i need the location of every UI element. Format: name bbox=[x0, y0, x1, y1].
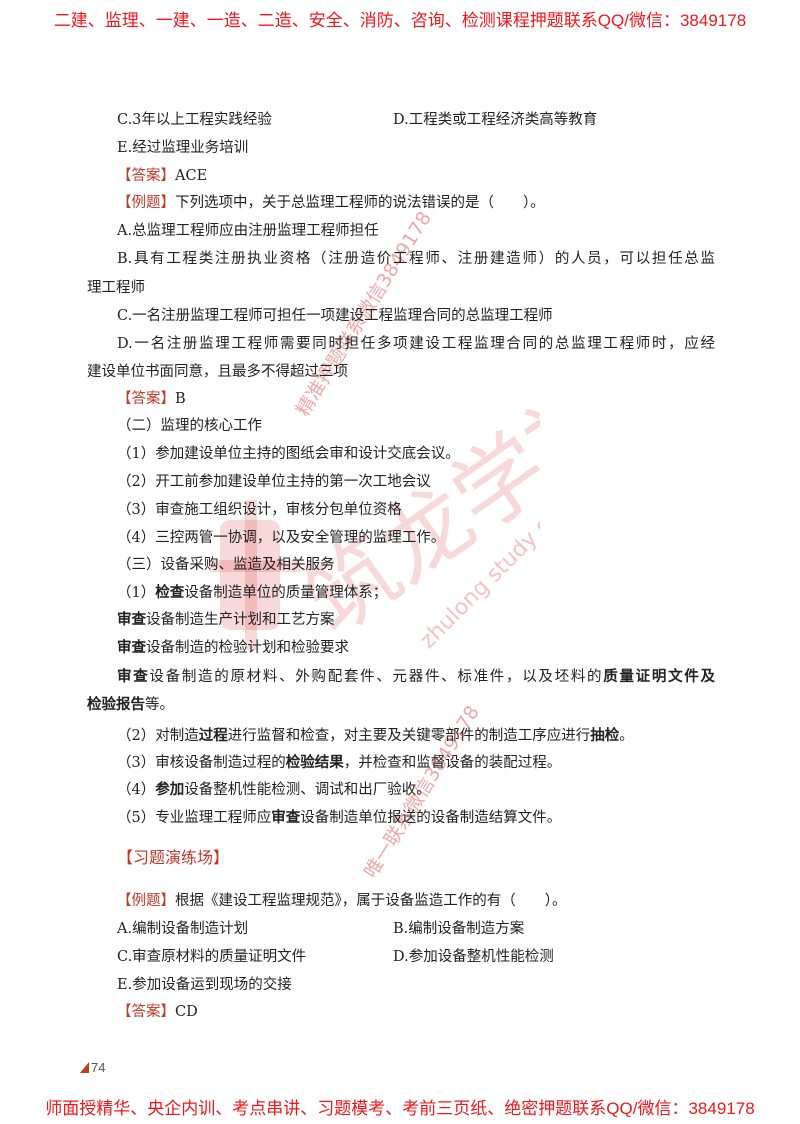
text-segment: 设备整机性能检测、调试和出厂验收。 bbox=[184, 782, 431, 798]
bold-text: 质量证明文件及 bbox=[603, 668, 716, 685]
text-segment: 建设单位书面同意，且最多不得超过三项 bbox=[87, 364, 348, 380]
label-tag: 【答案】 bbox=[117, 1004, 175, 1020]
text-line: 【例题】根据《建设工程监理规范》，属于设备监造工作的有（ ）。 bbox=[117, 891, 567, 911]
text-segment: 设备制造的原材料、外购配套件、元器件、标准件，以及坯料的 bbox=[149, 669, 604, 685]
page-number-text: 74 bbox=[91, 1060, 106, 1075]
page-corner-icon bbox=[80, 1062, 89, 1073]
text-segment: （4） bbox=[117, 782, 156, 798]
text-line: （4）三控两管一协调，以及安全管理的监理工作。 bbox=[117, 528, 445, 548]
text-segment: 等。 bbox=[145, 697, 174, 713]
text-segment: 下列选项中，关于总监理工程师的说法错误的是（ ）。 bbox=[175, 195, 545, 211]
text-segment: （1）参加建设单位主持的图纸会审和设计交底会议。 bbox=[117, 446, 460, 462]
text-line: 【习题演练场】 bbox=[117, 848, 229, 869]
option-item: B.编制设备制造方案 bbox=[393, 921, 525, 937]
text-line: （二）监理的核心工作 bbox=[117, 416, 262, 436]
text-line: 【答案】B bbox=[117, 389, 186, 409]
page-number: 74 bbox=[80, 1060, 105, 1075]
text-segment: 。 bbox=[619, 728, 634, 744]
text-segment: A.总监理工程师应由注册监理工程师担任 bbox=[117, 223, 379, 239]
option-item: D.参加设备整机性能检测 bbox=[393, 949, 554, 965]
option-item: D.工程类或工程经济类高等教育 bbox=[393, 112, 598, 128]
bold-text: 抽检 bbox=[590, 727, 620, 744]
text-segment: 设备制造单位的质量管理体系； bbox=[184, 585, 388, 601]
text-line: 【例题】下列选项中，关于总监理工程师的说法错误的是（ ）。 bbox=[117, 193, 545, 213]
text-segment: 设备制造生产计划和工艺方案 bbox=[146, 612, 335, 628]
text-segment: B.具有工程类注册执业资格（注册造价工程师、注册建造师）的人员，可以担任总监 bbox=[117, 251, 715, 267]
text-line: （三）设备采购、监造及相关服务 bbox=[117, 555, 335, 575]
text-line: B.具有工程类注册执业资格（注册造价工程师、注册建造师）的人员，可以担任总监 bbox=[117, 249, 715, 269]
text-line: （2）开工前参加建设单位主持的第一次工地会议 bbox=[117, 472, 431, 492]
bold-text: 审查 bbox=[271, 809, 301, 826]
option-item: C.审查原材料的质量证明文件 bbox=[117, 949, 307, 965]
text-segment: 设备制造单位报送的设备制造结算文件。 bbox=[300, 810, 562, 826]
text-line: （3）审查施工组织设计，审核分包单位资格 bbox=[117, 500, 402, 520]
bold-text: 检验结果 bbox=[285, 754, 344, 771]
label-tag: 【答案】 bbox=[117, 168, 175, 184]
text-line: （3）审核设备制造过程的检验结果，并检查和监督设备的装配过程。 bbox=[117, 753, 561, 773]
header-banner: 二建、监理、一建、一造、二造、安全、消防、咨询、检测课程押题联系QQ/微信：38… bbox=[53, 11, 747, 30]
text-segment: （3）审核设备制造过程的 bbox=[117, 755, 286, 771]
label-tag: 【答案】 bbox=[117, 391, 175, 407]
text-line: C.一名注册监理工程师可担任一项建设工程监理合同的总监理工程师 bbox=[117, 306, 553, 326]
text-line: （1）参加建设单位主持的图纸会审和设计交底会议。 bbox=[117, 444, 460, 464]
text-segment: E.经过监理业务培训 bbox=[117, 140, 249, 156]
text-segment: ACE bbox=[175, 168, 208, 184]
text-segment: ，并检查和监督设备的装配过程。 bbox=[343, 755, 562, 771]
section-heading: 【习题演练场】 bbox=[117, 848, 230, 867]
text-line: 建设单位书面同意，且最多不得超过三项 bbox=[87, 362, 348, 382]
text-line: 审查设备制造的检验计划和检验要求 bbox=[117, 638, 349, 658]
logo-subtext: zhulong study group bbox=[415, 476, 540, 653]
option-item: A.编制设备制造计划 bbox=[117, 921, 249, 937]
text-segment: （1） bbox=[117, 585, 156, 601]
label-tag: 【例题】 bbox=[117, 195, 175, 211]
text-line: （2）对制造过程进行监督和检查，对主要及关键零部件的制造工序应进行抽检。 bbox=[117, 726, 634, 746]
text-segment: （2）开工前参加建设单位主持的第一次工地会议 bbox=[117, 474, 431, 490]
bold-text: 审查 bbox=[117, 668, 150, 685]
text-segment: CD bbox=[175, 1004, 198, 1020]
text-segment: 根据《建设工程监理规范》，属于设备监造工作的有（ ）。 bbox=[175, 893, 567, 909]
text-line: 审查设备制造的原材料、外购配套件、元器件、标准件，以及坯料的质量证明文件及 bbox=[117, 667, 715, 687]
text-line: D.一名注册监理工程师需要同时担任多项建设工程监理合同的总监理工程师时，应经 bbox=[117, 334, 715, 354]
text-line: 检验报告等。 bbox=[87, 695, 174, 715]
text-segment: C.一名注册监理工程师可担任一项建设工程监理合同的总监理工程师 bbox=[117, 308, 553, 324]
text-line: 理工程师 bbox=[87, 278, 145, 298]
bold-text: 过程 bbox=[198, 727, 228, 744]
text-segment: （5）专业监理工程师应 bbox=[117, 810, 272, 826]
text-line: （5）专业监理工程师应审查设备制造单位报送的设备制造结算文件。 bbox=[117, 808, 561, 828]
text-line: 【答案】ACE bbox=[117, 166, 207, 186]
text-line: E.参加设备运到现场的交接 bbox=[117, 975, 292, 995]
bold-text: 检查 bbox=[155, 584, 185, 601]
text-line: 【答案】CD bbox=[117, 1002, 198, 1022]
footer-banner: 师面授精华、央企内训、考点串讲、习题模考、考前三页纸、绝密押题联系QQ/微信：3… bbox=[45, 1099, 755, 1118]
text-segment: （二）监理的核心工作 bbox=[117, 418, 262, 434]
option-item: C.3年以上工程实践经验 bbox=[117, 112, 272, 128]
text-segment: （3）审查施工组织设计，审核分包单位资格 bbox=[117, 502, 402, 518]
bold-text: 参加 bbox=[155, 781, 185, 798]
text-line: 审查设备制造生产计划和工艺方案 bbox=[117, 610, 335, 630]
text-segment: （2）对制造 bbox=[117, 728, 199, 744]
text-segment: B bbox=[175, 391, 186, 407]
text-line: （4）参加设备整机性能检测、调试和出厂验收。 bbox=[117, 780, 431, 800]
text-segment: （三）设备采购、监造及相关服务 bbox=[117, 557, 335, 573]
text-segment: （4）三控两管一协调，以及安全管理的监理工作。 bbox=[117, 530, 446, 546]
bold-text: 审查 bbox=[117, 639, 146, 656]
label-tag: 【例题】 bbox=[117, 893, 175, 909]
text-segment: E.参加设备运到现场的交接 bbox=[117, 977, 292, 993]
bold-text: 审查 bbox=[117, 611, 146, 628]
bold-text: 检验报告 bbox=[87, 696, 145, 713]
text-line: A.总监理工程师应由注册监理工程师担任 bbox=[117, 221, 379, 241]
text-segment: 设备制造的检验计划和检验要求 bbox=[146, 640, 349, 656]
text-segment: 进行监督和检查，对主要及关键零部件的制造工序应进行 bbox=[227, 728, 591, 744]
text-segment: 理工程师 bbox=[87, 280, 145, 296]
text-segment: D.一名注册监理工程师需要同时担任多项建设工程监理合同的总监理工程师时，应经 bbox=[117, 336, 715, 352]
text-line: E.经过监理业务培训 bbox=[117, 138, 248, 158]
text-line: （1）检查设备制造单位的质量管理体系； bbox=[117, 583, 387, 603]
